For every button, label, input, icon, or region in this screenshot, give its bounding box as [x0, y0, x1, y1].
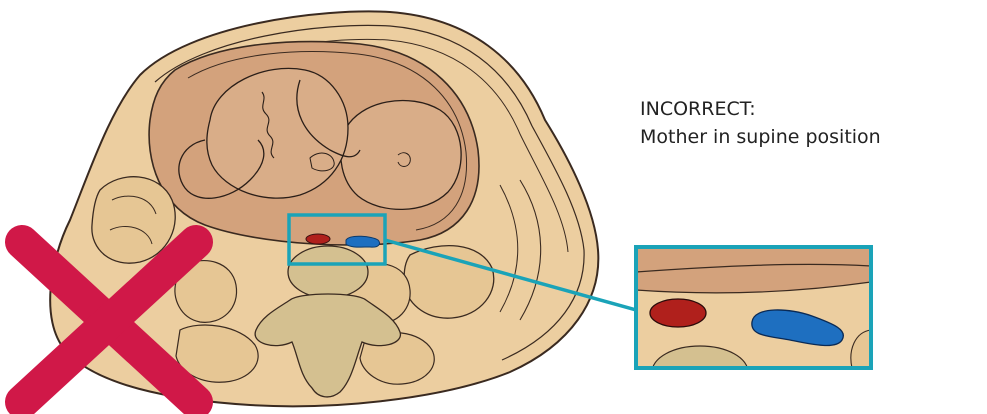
caption-description: Mother in supine position — [640, 123, 980, 151]
zoom-inset — [636, 247, 871, 398]
caption-status: INCORRECT: — [640, 95, 980, 123]
inset-vertebral-body — [652, 346, 748, 398]
fetus-hand — [310, 153, 334, 171]
vena-cava-vessel — [346, 236, 380, 247]
vertebral-body — [288, 246, 368, 298]
aorta-vessel — [306, 234, 330, 244]
inset-aorta-vessel — [650, 299, 706, 327]
fetus-head — [341, 100, 461, 209]
position-caption: INCORRECT: Mother in supine position — [640, 95, 980, 151]
